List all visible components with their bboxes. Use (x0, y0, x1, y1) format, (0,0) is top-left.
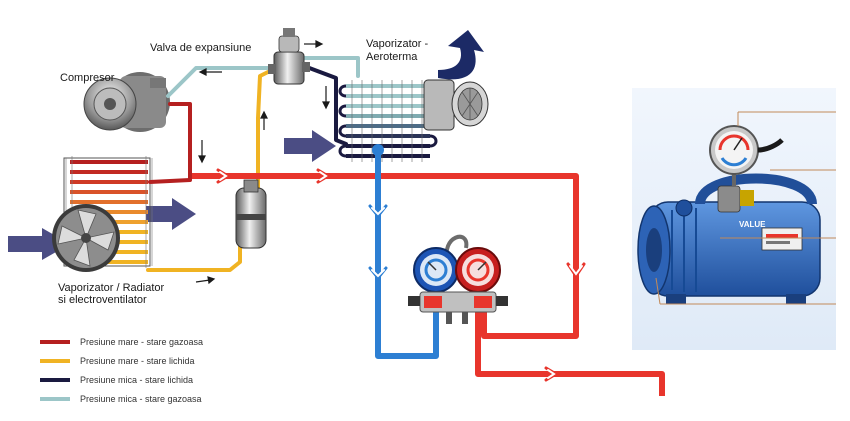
legend-item-low-liquid: Presiune mica - stare lichida (80, 373, 193, 387)
airflow-arrow-evap-out (438, 30, 484, 80)
compressor-label: Compresor (60, 72, 115, 84)
pipe-low-liquid (302, 64, 348, 146)
expansion-valve (268, 28, 310, 85)
legend-label: Presiune mare - stare gazoasa (80, 337, 204, 347)
legend-item-low-gas: Presiune mica - stare gazoasa (80, 392, 202, 406)
legend-item-high-liquid: Presiune mare - stare lichida (80, 354, 195, 368)
legend-label: Presiune mica - stare lichida (80, 375, 194, 385)
compressor (83, 72, 170, 132)
hose-low (375, 148, 439, 359)
pipe-high-liquid (146, 244, 242, 272)
hose-high (192, 173, 665, 396)
airflow-arrow-mid (146, 198, 196, 230)
expansion-valve-label: Valva de expansiune (150, 42, 252, 54)
evaporator-label-line2: Aeroterma (366, 51, 418, 63)
vacuum-pump (637, 125, 821, 304)
evaporator-label-line1: Vaporizator - (366, 38, 429, 50)
condenser-fan (52, 204, 120, 272)
vacuum-pump-panel (632, 88, 836, 350)
legend-label: Presiune mica - stare gazoasa (80, 394, 202, 404)
evaporator (338, 80, 438, 162)
manifold-gauges (408, 234, 508, 324)
legend-label: Presiune mare - stare lichida (80, 356, 195, 366)
pump-brand-label: VALUE (739, 220, 766, 229)
pipe-low-gas (166, 66, 274, 98)
blower (423, 79, 489, 131)
condenser-label-line2: si electroventilator (58, 294, 147, 306)
legend-item-high-gas: Presiune mare - stare gazoasa (80, 335, 203, 349)
legend-swatches (40, 340, 70, 401)
condenser-label-line1: Vaporizator / Radiator (58, 282, 165, 294)
airflow-arrow-evap-in (284, 130, 336, 162)
pipe-high-gas (148, 102, 192, 184)
receiver-drier (235, 179, 267, 249)
